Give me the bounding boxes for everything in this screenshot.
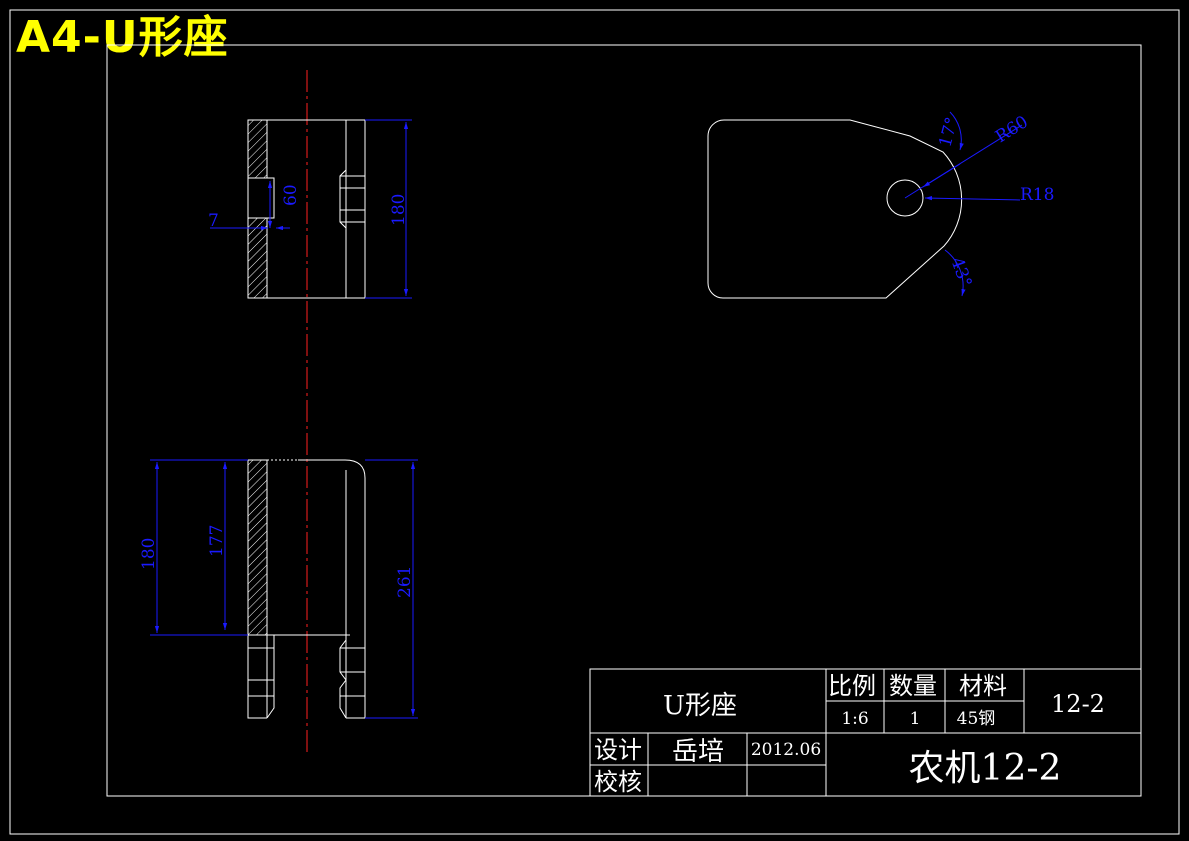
dim-r18: R18 — [1020, 185, 1054, 205]
side-view — [707, 119, 963, 299]
side-view-dimensions — [904, 111, 1023, 297]
material-value: 45钢 — [957, 709, 996, 729]
project-name: 农机12-2 — [909, 748, 1062, 789]
designer-name: 岳培 — [672, 737, 724, 767]
part-name: U形座 — [663, 691, 737, 721]
dim-r60: R60 — [992, 112, 1032, 147]
material-header: 材料 — [959, 672, 1007, 700]
scale-value: 1:6 — [841, 709, 868, 729]
top-view — [247, 119, 366, 299]
bottom-view — [247, 459, 366, 719]
dim-7: 7 — [208, 211, 219, 231]
bottom-view-dimensions — [150, 459, 418, 719]
drawing-title: A4-U形座 — [16, 12, 229, 63]
title-block — [589, 668, 1142, 797]
checked-by-label: 校核 — [594, 768, 642, 796]
drawing-number: 12-2 — [1051, 690, 1105, 718]
dim-43deg: 43° — [946, 255, 975, 290]
dim-60: 60 — [281, 184, 301, 206]
dim-180-top: 180 — [389, 194, 409, 226]
top-view-dimensions — [210, 119, 412, 299]
dim-261: 261 — [395, 566, 415, 598]
quantity-header: 数量 — [889, 672, 937, 700]
quantity-value: 1 — [910, 709, 921, 729]
scale-header: 比例 — [828, 672, 876, 700]
designed-by-label: 设计 — [594, 736, 642, 764]
design-date: 2012.06 — [751, 740, 821, 760]
dim-17deg: 17° — [936, 115, 963, 149]
dim-177: 177 — [207, 525, 227, 557]
dim-180-bottom: 180 — [139, 538, 159, 570]
